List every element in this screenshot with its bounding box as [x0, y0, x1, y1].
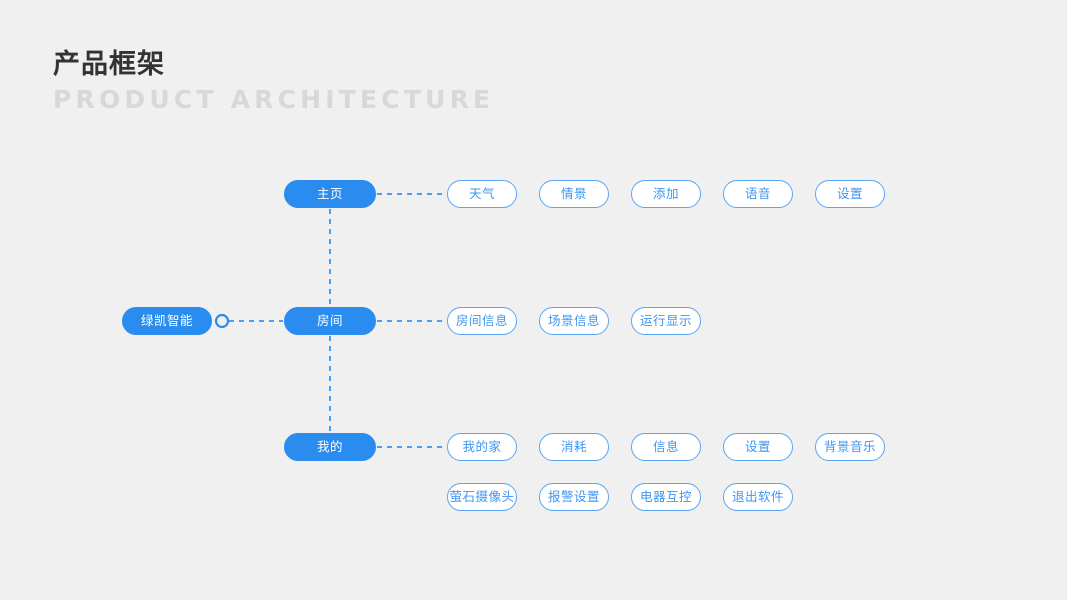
- node-leaf-weather[interactable]: 天气: [447, 180, 517, 208]
- root-connector-circle: [214, 313, 230, 329]
- node-root[interactable]: 绿凯智能: [122, 307, 212, 335]
- node-leaf-my-home[interactable]: 我的家: [447, 433, 517, 461]
- node-leaf-voice[interactable]: 语音: [723, 180, 793, 208]
- node-leaf-consumption[interactable]: 消耗: [539, 433, 609, 461]
- page-title: 产品框架: [53, 49, 165, 79]
- page-header: 产品框架 PRODUCT ARCHITECTURE: [53, 47, 653, 115]
- node-leaf-settings[interactable]: 设置: [815, 180, 885, 208]
- node-leaf-scene-info[interactable]: 场景信息: [539, 307, 609, 335]
- node-leaf-ezviz-camera[interactable]: 萤石摄像头: [447, 483, 517, 511]
- node-leaf-alarm-settings[interactable]: 报警设置: [539, 483, 609, 511]
- node-leaf-mine-settings[interactable]: 设置: [723, 433, 793, 461]
- node-main-room[interactable]: 房间: [284, 307, 376, 335]
- page-subtitle: PRODUCT ARCHITECTURE: [53, 85, 495, 114]
- node-leaf-add[interactable]: 添加: [631, 180, 701, 208]
- node-leaf-room-info[interactable]: 房间信息: [447, 307, 517, 335]
- node-leaf-messages[interactable]: 信息: [631, 433, 701, 461]
- node-leaf-run-display[interactable]: 运行显示: [631, 307, 701, 335]
- node-leaf-scene[interactable]: 情景: [539, 180, 609, 208]
- node-leaf-appliance-linkage[interactable]: 电器互控: [631, 483, 701, 511]
- node-leaf-background-music[interactable]: 背景音乐: [815, 433, 885, 461]
- node-main-home[interactable]: 主页: [284, 180, 376, 208]
- node-main-mine[interactable]: 我的: [284, 433, 376, 461]
- node-leaf-exit-app[interactable]: 退出软件: [723, 483, 793, 511]
